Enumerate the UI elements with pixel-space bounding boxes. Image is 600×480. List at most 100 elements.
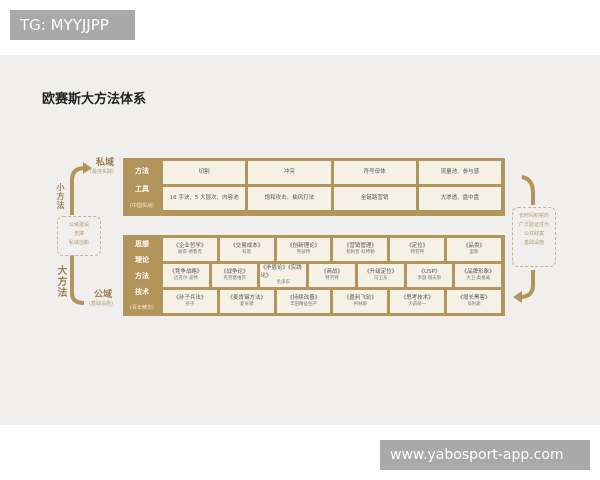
note-line: 公共财富 bbox=[523, 231, 544, 237]
cell-title: 流量池、参与感 bbox=[440, 168, 480, 175]
cell-title: 《品牌形象》 bbox=[461, 269, 495, 275]
label-china: (中国实战) bbox=[130, 203, 154, 209]
cell-title: 《交易成本》 bbox=[230, 243, 264, 249]
cell-title: 《定位》 bbox=[406, 243, 429, 249]
support-line: 公域建设 bbox=[68, 222, 89, 228]
support-line: 私域创新 bbox=[68, 240, 89, 246]
arrows bbox=[70, 162, 535, 305]
label-method: 方法 bbox=[135, 167, 149, 175]
down-arrow-icon bbox=[519, 270, 535, 299]
cell-author: 菲利普·科特勒 bbox=[346, 250, 375, 256]
cell-author: 麦肯锡 bbox=[239, 302, 254, 308]
cell: 《持续改善》丰田精益生产 bbox=[276, 290, 331, 313]
cell-title: 《孙子兵法》 bbox=[173, 295, 207, 301]
watermark-top: TG: MYYJJPP bbox=[10, 10, 135, 40]
cell: 《USP》罗瑟·瑞夫斯 bbox=[406, 264, 453, 287]
cell: 大渗透、盘中盘 bbox=[418, 187, 501, 210]
diagram-title: 欧赛斯大方法体系 bbox=[42, 92, 147, 107]
private-domain-label: 私域 bbox=[96, 158, 115, 168]
cell: 饱和攻击、抽风打法 bbox=[248, 187, 331, 210]
cell-title: 符号母体 bbox=[363, 168, 386, 175]
cell-title: 《企业哲学》 bbox=[173, 243, 207, 249]
label-century: (百年精华) bbox=[130, 305, 154, 311]
accumulation-note: 长时间积累的 广泛验证成为 公共财富 基础设施 bbox=[512, 207, 556, 267]
tools-row: 16 字诀、5 大层次、内容池 饱和攻击、抽风打法 全链路营销 大渗透、盘中盘 bbox=[163, 187, 501, 210]
note-line: 长时间积累的 bbox=[518, 213, 549, 219]
note-line: 基础设施 bbox=[523, 240, 544, 246]
cell-title: 《升级定位》 bbox=[364, 269, 398, 275]
cell-author: 罗瑟·瑞夫斯 bbox=[417, 276, 442, 282]
cell-title: 大渗透、盘中盘 bbox=[440, 194, 480, 201]
cell: 全链路营销 bbox=[333, 187, 416, 210]
cell: 《品牌形象》大卫·奥格威 bbox=[455, 264, 502, 287]
label-theory: 理论 bbox=[135, 256, 149, 264]
note-line: 广泛验证成为 bbox=[518, 222, 549, 228]
big-method-label: 大方法 bbox=[55, 265, 66, 298]
cell-title: 全链路营销 bbox=[360, 194, 389, 201]
cell-title: 冲突 bbox=[283, 168, 295, 175]
up-arrow-icon bbox=[70, 166, 86, 215]
cell-title: 《商战》 bbox=[321, 269, 344, 275]
cell-title: 《持续改善》 bbox=[287, 295, 321, 301]
diagram-area: 欧赛斯大方法体系 方法 工具 (中国实战) 切割 冲突 符号母体 流量池、参与感 16… bbox=[0, 55, 600, 425]
cell: 《思考技术》大前研一 bbox=[390, 290, 445, 313]
cell: 《商战》特劳特 bbox=[309, 264, 355, 287]
cell: 切割 bbox=[163, 161, 246, 184]
cell-author: 孙子 bbox=[185, 302, 195, 308]
cell-author: 特劳特 bbox=[410, 250, 424, 256]
cell-author: 里斯 bbox=[469, 250, 479, 256]
cell-author: 克劳塞维茨 bbox=[223, 276, 246, 282]
cell-title: 《品类》 bbox=[463, 243, 486, 249]
private-domain-sub: (最佳实践) bbox=[90, 169, 114, 175]
cell-author: 迈克尔·波特 bbox=[173, 276, 198, 282]
small-method-label: 小方法 bbox=[56, 183, 65, 210]
cell: 《孙子兵法》孙子 bbox=[163, 290, 217, 313]
cell: 符号母体 bbox=[333, 161, 416, 184]
cell: 流量池、参与感 bbox=[418, 161, 501, 184]
cell-author: 大前研一 bbox=[408, 302, 427, 308]
cell-author: 埃利斯 bbox=[467, 302, 481, 308]
cell-author: 大卫·奥格威 bbox=[466, 276, 491, 282]
cell: 《矛盾论》《实践论》毛泽东 bbox=[260, 264, 307, 287]
books-row: 《企业哲学》彼得·德鲁克《交易成本》科斯《创新理论》熊彼特《营销管理》菲利普·科… bbox=[163, 238, 501, 261]
cell-title: 《营销管理》 bbox=[343, 243, 377, 249]
cell-author: 丰田精益生产 bbox=[290, 302, 318, 308]
watermark-bottom: www.yabosport-app.com bbox=[380, 440, 590, 470]
cell-title: 《战争论》 bbox=[220, 269, 249, 275]
label-tech: 技术 bbox=[135, 288, 149, 296]
cell: 冲突 bbox=[248, 161, 331, 184]
cell: 《定位》特劳特 bbox=[390, 238, 445, 261]
arrowhead-icon bbox=[83, 162, 92, 174]
cell: 《营销管理》菲利普·科特勒 bbox=[333, 238, 388, 261]
cell: 《创新理论》熊彼特 bbox=[276, 238, 331, 261]
cell-title: 《思考技术》 bbox=[400, 295, 434, 301]
cell: 《升级定位》冯卫东 bbox=[357, 264, 404, 287]
cell-title: 《矛盾论》《实践论》 bbox=[260, 265, 302, 279]
cell-author: 毛泽东 bbox=[276, 279, 291, 285]
cell: 《竞争战略》迈克尔·波特 bbox=[163, 264, 209, 287]
cell-author: 熊彼特 bbox=[296, 250, 311, 256]
cell: 《企业哲学》彼得·德鲁克 bbox=[163, 238, 217, 261]
cell-author: 冯卫东 bbox=[373, 276, 388, 282]
cell-title: 《创新理论》 bbox=[287, 243, 321, 249]
cell-author: 柯林斯 bbox=[353, 302, 368, 308]
label-thought: 思想 bbox=[135, 240, 149, 248]
label-method2: 方法 bbox=[135, 272, 149, 280]
cell-title: 《USP》 bbox=[418, 269, 441, 275]
cell-author: 科斯 bbox=[242, 250, 252, 256]
cell-title: 16 字诀、5 大层次、内容池 bbox=[169, 194, 239, 201]
public-domain-label: 公域 bbox=[94, 290, 113, 300]
public-domain-box: 思想 理论 方法 技术 (百年精华) 《企业哲学》彼得·德鲁克《交易成本》科斯《… bbox=[123, 235, 505, 316]
private-domain-box: 方法 工具 (中国实战) 切割 冲突 符号母体 流量池、参与感 16 字诀、5 大层次… bbox=[123, 158, 505, 216]
cell-title: 切割 bbox=[198, 168, 210, 175]
cell: 《交易成本》科斯 bbox=[219, 238, 274, 261]
cell: 《品类》里斯 bbox=[447, 238, 501, 261]
cell-title: 《麦肯锡方法》 bbox=[227, 295, 266, 301]
cell-title: 《增长黑客》 bbox=[457, 295, 491, 301]
label-tool: 工具 bbox=[135, 185, 149, 193]
cell-title: 《竞争战略》 bbox=[169, 269, 203, 275]
cell-author: 彼得·德鲁克 bbox=[177, 250, 202, 256]
support-note: 公域建设 支撑 私域创新 bbox=[57, 216, 101, 256]
curve-line-icon bbox=[521, 175, 535, 205]
methods-row: 切割 冲突 符号母体 流量池、参与感 bbox=[163, 161, 501, 184]
